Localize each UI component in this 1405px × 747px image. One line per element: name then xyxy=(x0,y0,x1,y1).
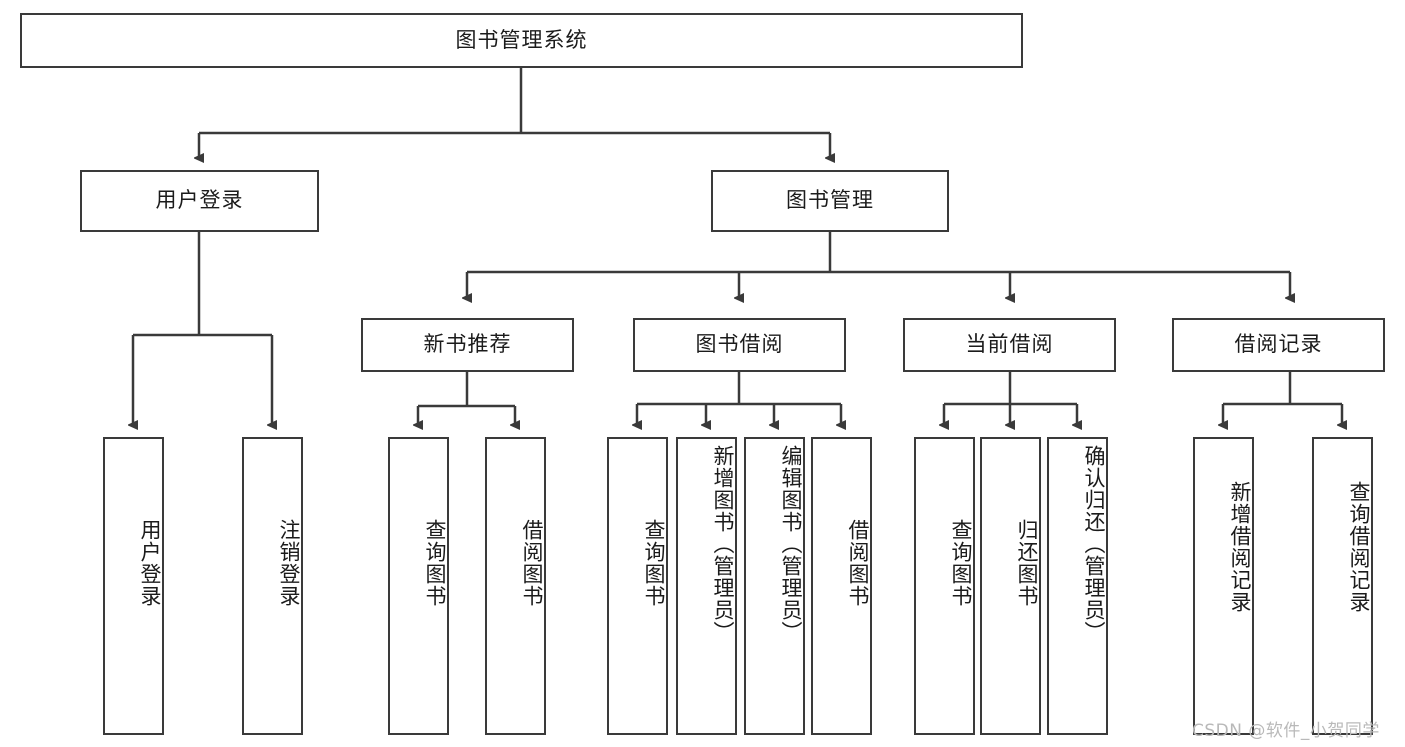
node-borrow-record-label: 借阅记录 xyxy=(1234,332,1323,357)
node-leaf-return-book[interactable]: 归还图书 xyxy=(980,437,1041,735)
node-leaf-add-book-label: 新增图书（管理员） xyxy=(711,445,735,643)
node-book-borrow[interactable]: 图书借阅 xyxy=(633,318,846,372)
node-new-book-rec[interactable]: 新书推荐 xyxy=(361,318,574,372)
node-leaf-borrow-book-2-label: 借阅图书 xyxy=(846,519,870,607)
node-leaf-query-record-label: 查询借阅记录 xyxy=(1347,481,1371,613)
node-book-manage[interactable]: 图书管理 xyxy=(711,170,949,232)
node-leaf-edit-book-label: 编辑图书（管理员） xyxy=(779,445,803,643)
csdn-watermark: CSDN @软件_小贺同学 xyxy=(1192,721,1380,741)
node-leaf-add-record-label: 新增借阅记录 xyxy=(1228,481,1252,613)
node-current-borrow-label: 当前借阅 xyxy=(965,332,1054,357)
node-borrow-record[interactable]: 借阅记录 xyxy=(1172,318,1385,372)
node-new-book-rec-label: 新书推荐 xyxy=(423,332,512,357)
node-leaf-confirm-return[interactable]: 确认归还（管理员） xyxy=(1047,437,1108,735)
node-root[interactable]: 图书管理系统 xyxy=(20,13,1023,68)
node-root-label: 图书管理系统 xyxy=(455,27,588,52)
node-leaf-query-book-1[interactable]: 查询图书 xyxy=(388,437,449,735)
node-leaf-add-book[interactable]: 新增图书（管理员） xyxy=(676,437,737,735)
node-leaf-logout[interactable]: 注销登录 xyxy=(242,437,303,735)
node-leaf-logout-label: 注销登录 xyxy=(277,519,301,607)
node-leaf-query-book-3-label: 查询图书 xyxy=(949,519,973,607)
node-book-manage-label: 图书管理 xyxy=(786,188,874,213)
node-leaf-query-book-1-label: 查询图书 xyxy=(423,519,447,607)
node-leaf-add-record[interactable]: 新增借阅记录 xyxy=(1193,437,1254,735)
node-leaf-query-book-2[interactable]: 查询图书 xyxy=(607,437,668,735)
node-leaf-edit-book[interactable]: 编辑图书（管理员） xyxy=(744,437,805,735)
node-user-login-label: 用户登录 xyxy=(155,188,244,213)
node-leaf-user-login[interactable]: 用户登录 xyxy=(103,437,164,735)
node-leaf-borrow-book-1[interactable]: 借阅图书 xyxy=(485,437,546,735)
node-leaf-confirm-return-label: 确认归还（管理员） xyxy=(1082,445,1106,643)
node-leaf-user-login-label: 用户登录 xyxy=(138,519,162,607)
node-user-login[interactable]: 用户登录 xyxy=(80,170,319,232)
node-leaf-query-book-3[interactable]: 查询图书 xyxy=(914,437,975,735)
node-leaf-borrow-book-1-label: 借阅图书 xyxy=(520,519,544,607)
node-current-borrow[interactable]: 当前借阅 xyxy=(903,318,1116,372)
node-book-borrow-label: 图书借阅 xyxy=(695,332,784,357)
node-leaf-borrow-book-2[interactable]: 借阅图书 xyxy=(811,437,872,735)
node-leaf-query-record[interactable]: 查询借阅记录 xyxy=(1312,437,1373,735)
node-leaf-query-book-2-label: 查询图书 xyxy=(642,519,666,607)
node-leaf-return-book-label: 归还图书 xyxy=(1015,519,1039,607)
